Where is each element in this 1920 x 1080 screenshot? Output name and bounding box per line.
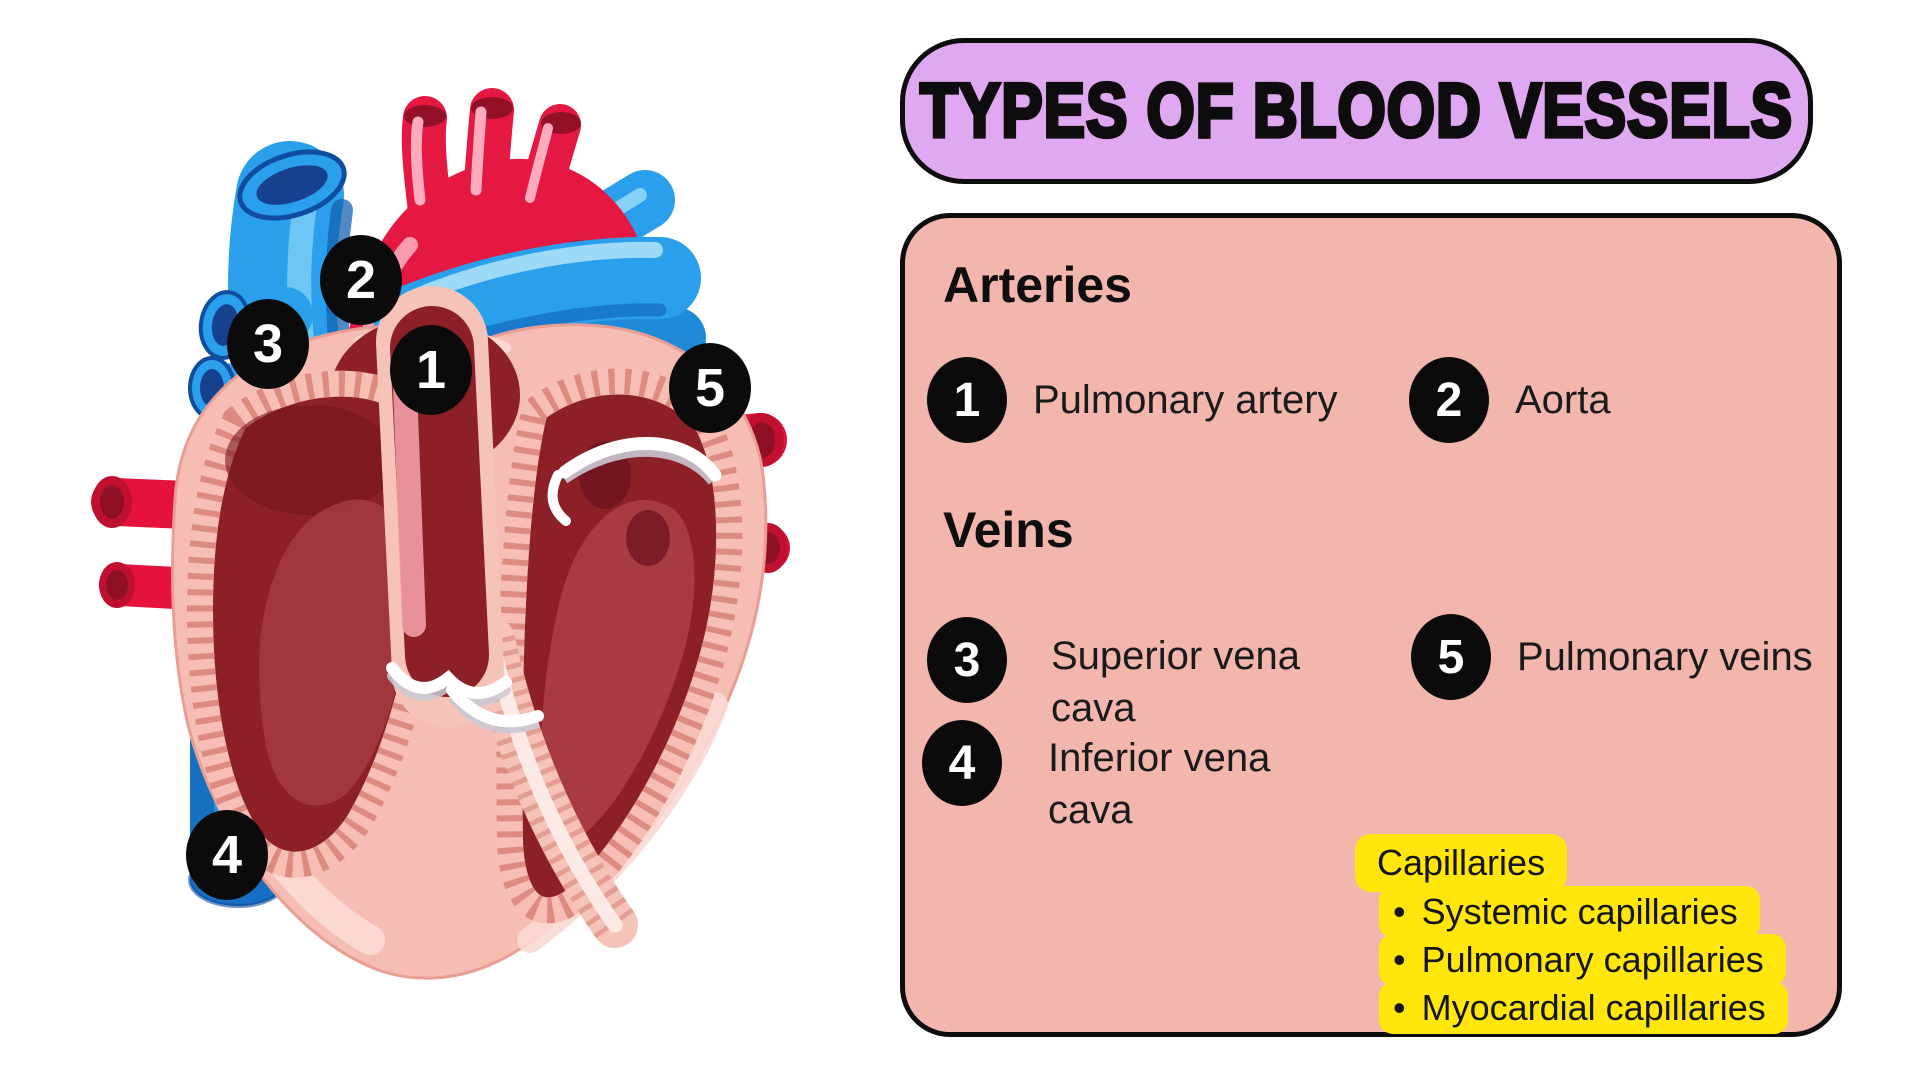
- legend-label-inferior-vena-cava: Inferior vena cava: [1048, 736, 1271, 832]
- legend-badge-5: 5: [1411, 614, 1491, 700]
- legend-badge-5-number: 5: [1437, 630, 1465, 684]
- heart-diagram: [91, 88, 790, 980]
- title-banner: TYPES OF BLOOD VESSELS: [900, 38, 1813, 184]
- arteries-heading: Arteries: [943, 257, 1132, 313]
- legend-badge-1: 1: [927, 357, 1007, 443]
- heart-label-1-number: 1: [415, 340, 447, 400]
- legend-badge-2-number: 2: [1435, 373, 1463, 427]
- page-title: TYPES OF BLOOD VESSELS: [918, 67, 1793, 155]
- capillaries-block: Capillaries • Systemic capillaries • Pulmo…: [1355, 834, 1788, 1034]
- heart-label-1: 1: [390, 325, 472, 415]
- capillaries-list: • Systemic capillaries • Pulmonary capilla…: [1379, 886, 1788, 1034]
- legend-badge-3: 3: [927, 617, 1007, 703]
- bullet-icon: •: [1393, 939, 1406, 980]
- legend-label-aorta: Aorta: [1515, 378, 1611, 422]
- heart-label-5: 5: [669, 343, 751, 433]
- heart-valves: [446, 437, 722, 734]
- capillary-item-label: Pulmonary capillaries: [1421, 939, 1764, 980]
- bullet-icon: •: [1393, 987, 1406, 1028]
- capillaries-heading: Capillaries: [1355, 834, 1568, 892]
- legend-badge-2: 2: [1409, 357, 1489, 443]
- list-item: • Systemic capillaries: [1379, 886, 1760, 938]
- heart-label-3-number: 3: [252, 314, 284, 374]
- legend-badge-1-number: 1: [953, 373, 981, 427]
- veins-heading: Veins: [943, 502, 1074, 558]
- capillary-item-label: Systemic capillaries: [1421, 891, 1738, 932]
- legend-label-pulmonary-veins: Pulmonary veins: [1517, 635, 1813, 679]
- heart-label-2: 2: [320, 235, 402, 325]
- heart-label-2-number: 2: [345, 250, 377, 310]
- legend-badge-4: 4: [922, 720, 1002, 806]
- legend-badge-4-number: 4: [948, 736, 976, 790]
- list-item: • Myocardial capillaries: [1379, 982, 1788, 1034]
- legend-label-pulmonary-artery: Pulmonary artery: [1033, 378, 1338, 422]
- heart-label-4: 4: [186, 810, 268, 900]
- list-item: • Pulmonary capillaries: [1379, 934, 1786, 986]
- heart-label-3: 3: [227, 299, 309, 389]
- heart-label-5-number: 5: [694, 358, 726, 418]
- bullet-icon: •: [1393, 891, 1406, 932]
- capillary-item-label: Myocardial capillaries: [1421, 987, 1766, 1028]
- legend-panel: Arteries 1 Pulmonary artery 2 Aorta Vein…: [900, 213, 1842, 1037]
- legend-badge-3-number: 3: [953, 633, 981, 687]
- heart-label-4-number: 4: [211, 825, 243, 885]
- legend-label-superior-vena-cava: Superior vena cava: [1051, 634, 1301, 730]
